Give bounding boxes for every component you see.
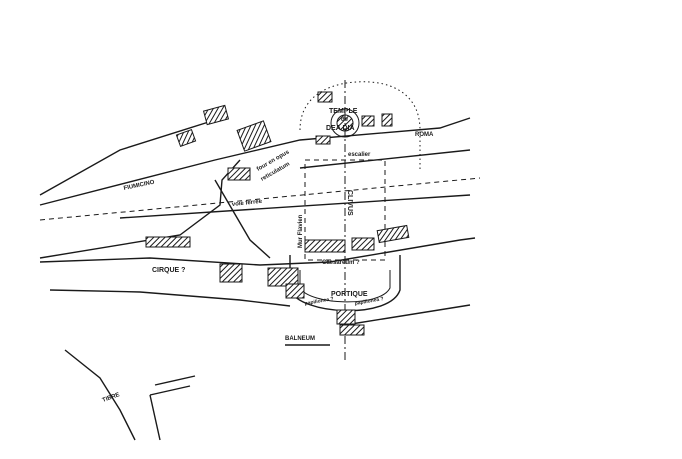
building [236,120,272,152]
label-portique: PORTIQUE [331,291,368,298]
road-diagonal [214,179,271,259]
label-voie-ferree: voie ferrée [232,199,263,208]
building [227,167,251,181]
road-cirque-south [49,289,291,307]
label-clivus: CLIVUS [346,190,353,216]
building [381,113,393,127]
river-bank-west [64,349,136,441]
building [376,224,410,244]
road-portique-east [344,304,471,326]
label-balneum: BALNEUM [285,336,315,342]
building [267,267,299,287]
road-lines [39,117,481,441]
building [145,236,191,248]
building [219,263,243,283]
river-dock-2 [149,385,191,396]
building [315,135,331,145]
label-escalier: escalier [348,152,371,158]
building [361,115,375,127]
label-roma: ROMA [415,132,434,138]
label-papilionea-left: papilionea ? [304,296,334,307]
road-south-edge [39,159,241,259]
buildings [145,91,410,336]
label-tibre: TIBRE [102,392,121,404]
balneum-building [336,309,356,325]
building [304,239,346,253]
road-fiumicino-north-edge [39,117,471,206]
building [175,128,197,148]
road-cirque-north [39,237,476,266]
label-fiumicino: FIUMICINO [123,180,155,192]
railway-line [39,177,481,221]
label-de: de [341,117,349,123]
label-cirque: CIRQUE ? [152,267,185,274]
building [285,283,305,299]
balneum-building [339,324,365,336]
label-mur-flavien: Mur Flavien [298,214,304,248]
road-upper-left [39,119,216,196]
river-bank-east [149,394,161,441]
label-temple: TEMPLE [329,108,358,115]
building [351,237,375,251]
road-escalier [299,149,471,169]
building [202,104,230,126]
river-dock-1 [154,375,196,386]
building [317,91,333,103]
label-papilionea-right: papilionea ? [354,296,384,307]
label-dea-dia: DEA DIA [326,125,355,132]
label-caesareum: Caesareum ? [322,260,360,266]
clivus-corridor [304,159,386,261]
road-middle [119,194,471,219]
